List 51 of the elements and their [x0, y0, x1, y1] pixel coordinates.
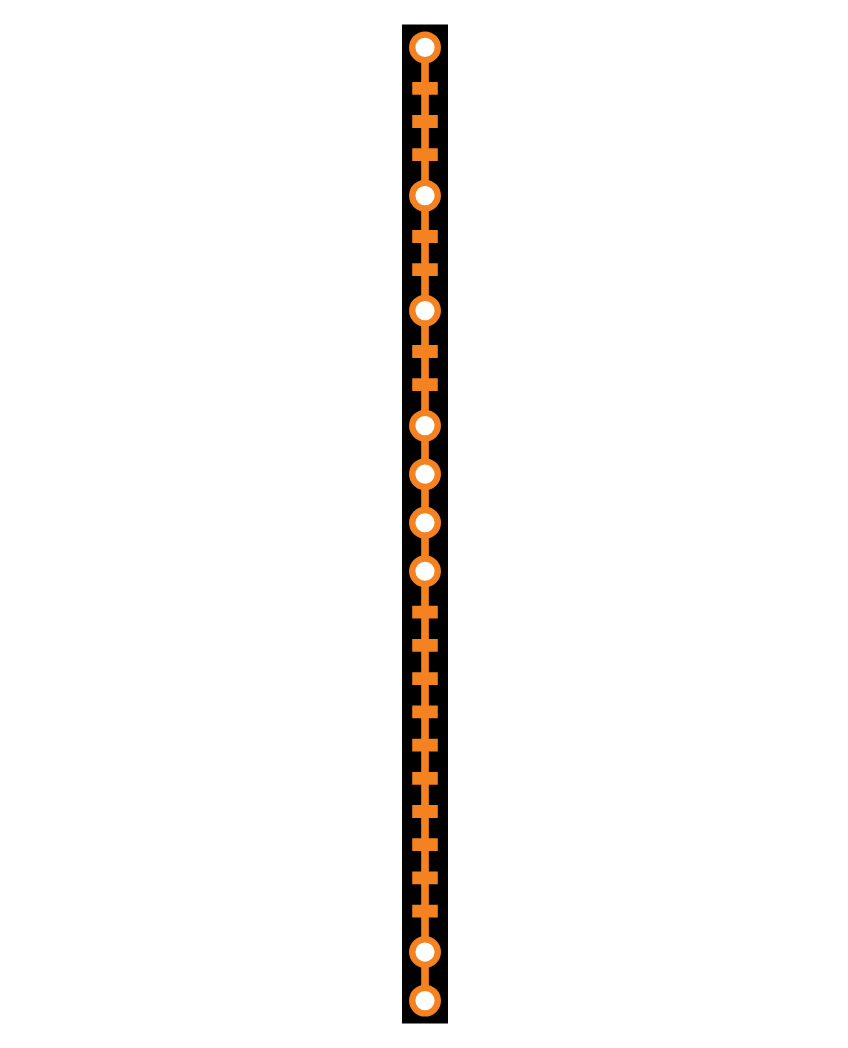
connector [420, 584, 428, 607]
connector [420, 241, 428, 265]
connector [420, 275, 428, 298]
connector [420, 849, 428, 873]
node-bar [411, 230, 437, 243]
node-circle [408, 409, 440, 442]
node-circle [408, 458, 440, 491]
node-bar [411, 805, 437, 818]
connector [420, 93, 428, 116]
node-bar [411, 771, 437, 785]
connector [420, 965, 428, 987]
node-bar [411, 639, 437, 652]
node-circle [408, 179, 440, 212]
node-bar [411, 378, 437, 392]
connector [420, 60, 428, 83]
node-bar [411, 904, 437, 918]
connector [420, 750, 428, 773]
connector [420, 536, 428, 558]
node-bar [411, 738, 437, 752]
node-bar [411, 672, 437, 685]
node-bar [411, 345, 437, 358]
node-bar [411, 871, 437, 885]
connector [420, 883, 428, 906]
node-bar [411, 838, 437, 852]
connector [420, 126, 428, 150]
node-circle [408, 936, 440, 969]
connector [420, 650, 428, 674]
connector [420, 160, 428, 183]
connector [420, 208, 428, 231]
connector [420, 487, 428, 509]
node-circle [408, 294, 440, 327]
connector [420, 390, 428, 413]
connector [420, 439, 428, 461]
node-bar [411, 81, 437, 95]
connector [420, 356, 428, 380]
node-bar [411, 263, 437, 277]
node-bar [411, 148, 437, 162]
node-bar [411, 605, 437, 619]
node-circle [408, 31, 440, 64]
connector [420, 917, 428, 940]
connector [420, 617, 428, 640]
node-bar [411, 115, 437, 128]
connector [420, 717, 428, 740]
node-circle [408, 555, 440, 588]
connector [420, 683, 428, 707]
connector [420, 783, 428, 806]
connector [420, 323, 428, 346]
node-bar [411, 705, 437, 719]
connector [420, 816, 428, 840]
node-circle [408, 506, 440, 539]
node-circle [408, 984, 440, 1017]
